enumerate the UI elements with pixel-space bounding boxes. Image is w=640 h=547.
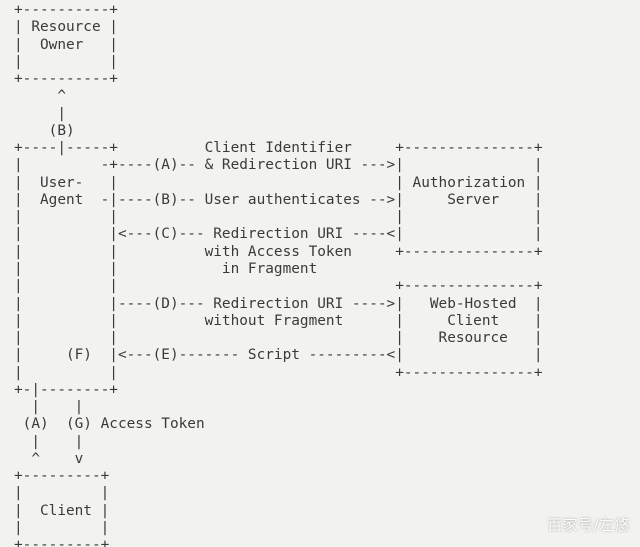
diagram-line: | | without Fragment | Client | xyxy=(14,312,543,329)
diagram-line: | | +---------------+ xyxy=(14,278,543,295)
diagram-line: | | xyxy=(14,519,110,536)
diagram-line: | Resource | xyxy=(14,19,118,36)
diagram-line: | | | | xyxy=(14,209,543,226)
diagram-line: | | with Access Token +---------------+ xyxy=(14,243,543,260)
diagram-line: +---------+ xyxy=(14,468,110,485)
diagram-line: | | xyxy=(14,485,110,502)
oauth-implicit-flow-diagram: +----------+ | Resource | | Owner | | | … xyxy=(14,2,543,547)
diagram-line: | |<---(C)--- Redirection URI ----<| | xyxy=(14,226,543,243)
diagram-line: | | xyxy=(14,53,118,70)
diagram-line: ^ v xyxy=(14,450,84,467)
diagram-line: | | xyxy=(14,433,84,450)
diagram-line: | | xyxy=(14,399,84,416)
diagram-line: ^ xyxy=(14,88,66,105)
diagram-line: | Client | xyxy=(14,502,110,519)
diagram-line: | xyxy=(14,105,66,122)
diagram-line: +----|-----+ Client Identifier +--------… xyxy=(14,140,543,157)
diagram-line: | -+----(A)-- & Redirection URI --->| | xyxy=(14,157,543,174)
diagram-line: | User- | | Authorization | xyxy=(14,174,543,191)
diagram-line: | | in Fragment xyxy=(14,260,318,277)
diagram-line: +----------+ xyxy=(14,2,118,18)
diagram-line: | Agent -|----(B)-- User authenticates -… xyxy=(14,191,543,208)
diagram-line: (B) xyxy=(14,122,75,139)
diagram-line: +---------+ xyxy=(14,537,110,547)
diagram-line: +-|--------+ xyxy=(14,381,118,398)
diagram-line: (A) (G) Access Token xyxy=(14,416,205,433)
diagram-line: | |----(D)--- Redirection URI ---->| Web… xyxy=(14,295,543,312)
diagram-line: | (F) |<---(E)------- Script ---------<|… xyxy=(14,347,543,364)
diagram-line: | | | Resource | xyxy=(14,330,543,347)
diagram-line: | | +---------------+ xyxy=(14,364,543,381)
watermark: 百家号/左悠 xyxy=(546,516,630,534)
diagram-line: | Owner | xyxy=(14,36,118,53)
diagram-line: +----------+ xyxy=(14,71,118,88)
